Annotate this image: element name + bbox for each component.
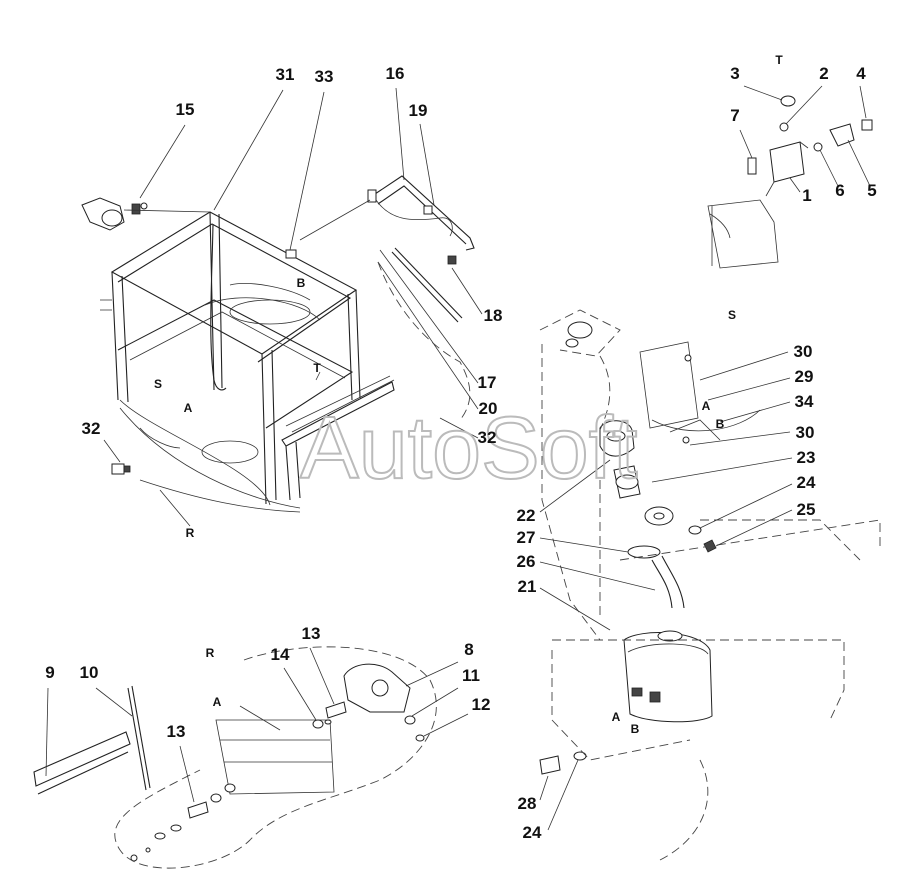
callout-c-30b: 30 <box>796 423 815 442</box>
ref-letter-l-B-tank: B <box>631 722 640 736</box>
callout-c-29: 29 <box>795 367 814 386</box>
callout-c-25: 25 <box>797 500 816 519</box>
front-wiper-assembly <box>33 646 437 869</box>
callout-c-33: 33 <box>315 67 334 86</box>
callout-c-26: 26 <box>517 552 536 571</box>
callout-c-7: 7 <box>730 106 739 125</box>
callout-c-24b: 24 <box>523 823 542 842</box>
callout-c-3: 3 <box>730 64 739 83</box>
ref-letter-l-T-top: T <box>775 53 783 67</box>
callout-c-21: 21 <box>518 577 537 596</box>
wiper-motor-15 <box>81 197 211 231</box>
callout-c-4: 4 <box>856 64 866 83</box>
bracket-assembly-top-right <box>707 95 873 269</box>
ref-letter-l-A-cab: A <box>184 401 193 415</box>
leader-lines-washer <box>539 351 793 831</box>
callout-c-12: 12 <box>472 695 491 714</box>
leader-lines-front-wiper <box>45 647 469 803</box>
callout-c-28: 28 <box>518 794 537 813</box>
callout-c-20: 20 <box>479 399 498 418</box>
callout-c-13b: 13 <box>167 722 186 741</box>
callout-c-19: 19 <box>409 101 428 120</box>
callout-c-24a: 24 <box>797 473 816 492</box>
washer-system <box>539 309 881 861</box>
callout-c-9: 9 <box>45 663 54 682</box>
callout-c-23: 23 <box>797 448 816 467</box>
callout-c-16: 16 <box>386 64 405 83</box>
callout-c-14: 14 <box>271 645 290 664</box>
callout-c-5: 5 <box>867 181 876 200</box>
ref-letter-l-A-bottom: A <box>213 695 222 709</box>
callout-c-31: 31 <box>276 65 295 84</box>
ref-letter-l-A-brk: A <box>702 399 711 413</box>
ref-letter-l-B-brk: B <box>716 417 725 431</box>
callout-c-32b: 32 <box>82 419 101 438</box>
ref-letter-l-B-cab: B <box>297 276 306 290</box>
ref-letter-l-R-cab: R <box>186 526 195 540</box>
callout-c-22: 22 <box>517 506 536 525</box>
callout-c-10: 10 <box>80 663 99 682</box>
ref-letter-l-R-bottom: R <box>206 646 215 660</box>
callout-c-11: 11 <box>462 666 480 685</box>
ref-letter-l-S-right: S <box>728 308 736 322</box>
callout-c-27: 27 <box>517 528 536 547</box>
callout-c-32a: 32 <box>478 428 497 447</box>
callout-c-30a: 30 <box>794 342 813 361</box>
ref-letter-l-A-tank: A <box>612 710 621 724</box>
callout-c-8: 8 <box>464 640 473 659</box>
callout-c-17: 17 <box>478 373 497 392</box>
callout-c-6: 6 <box>835 181 844 200</box>
cab-frame <box>100 211 395 513</box>
callout-c-13a: 13 <box>302 624 321 643</box>
callout-c-2: 2 <box>819 64 828 83</box>
ref-letter-l-T-cab: T <box>313 361 321 375</box>
screw-32-left <box>111 463 131 475</box>
callout-c-18: 18 <box>484 306 503 325</box>
callout-c-15: 15 <box>176 100 195 119</box>
wiper-arm-16-19 <box>299 175 475 251</box>
callout-c-1: 1 <box>802 186 811 205</box>
leader-lines-top-right <box>739 85 871 193</box>
callout-c-34: 34 <box>795 392 814 411</box>
leader-lines-cab <box>103 87 483 527</box>
watermark-text: AutoSoft <box>300 398 638 497</box>
boundary-17-20 <box>377 261 471 421</box>
wiper-blade-18 <box>391 247 463 323</box>
ref-letter-l-S-cab: S <box>154 377 162 391</box>
